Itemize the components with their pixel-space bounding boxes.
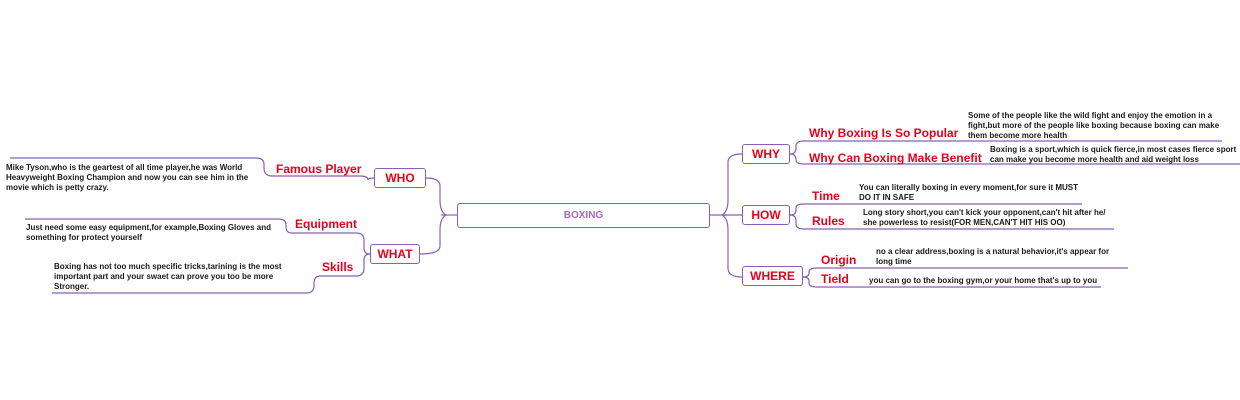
why-benefit-note: Boxing is a sport,which is quick fierce,… bbox=[990, 145, 1237, 164]
connector-what-skills bbox=[52, 253, 371, 294]
central-topic[interactable]: BOXING bbox=[457, 203, 710, 228]
equipment-note: Just need some easy equipment,for exampl… bbox=[26, 223, 271, 242]
how-node[interactable]: HOW bbox=[742, 205, 790, 225]
why-node[interactable]: WHY bbox=[742, 144, 790, 164]
where-tield-note: you can go to the boxing gym,or your hom… bbox=[869, 276, 1098, 285]
skills-label[interactable]: Skills bbox=[322, 260, 354, 274]
where-tield-label[interactable]: Tield bbox=[821, 272, 849, 286]
connector-where-origin bbox=[802, 267, 1128, 278]
where-origin-label[interactable]: Origin bbox=[821, 253, 857, 267]
famous-player-note: Mike Tyson,who is the geartest of all ti… bbox=[6, 163, 249, 192]
connector-why-benefit bbox=[789, 153, 1240, 165]
connector-where-tield bbox=[802, 276, 1101, 288]
connector-why bbox=[721, 153, 743, 216]
famous-player-label[interactable]: Famous Player bbox=[276, 162, 362, 176]
who-node[interactable]: WHO bbox=[374, 168, 426, 188]
connector-how-rules bbox=[789, 214, 1114, 230]
connector-why-popular bbox=[789, 140, 1222, 155]
connector-what bbox=[419, 214, 447, 255]
skills-note: Boxing has not too much specific tricks,… bbox=[54, 262, 282, 291]
equipment-label[interactable]: Equipment bbox=[295, 217, 357, 231]
why-benefit-label[interactable]: Why Can Boxing Make Benefit bbox=[809, 151, 982, 165]
how-rules-label[interactable]: Rules bbox=[812, 214, 845, 228]
connector-where bbox=[721, 214, 743, 278]
how-time-note: You can literally boxing in every moment… bbox=[859, 183, 1079, 202]
why-popular-label[interactable]: Why Boxing Is So Popular bbox=[809, 126, 959, 140]
connector-who bbox=[425, 177, 447, 216]
why-popular-note: Some of the people like the wild fight a… bbox=[968, 111, 1220, 140]
connector-who-famous bbox=[10, 157, 375, 181]
connector-what-equipment bbox=[25, 218, 371, 255]
where-node[interactable]: WHERE bbox=[742, 266, 803, 286]
how-time-label[interactable]: Time bbox=[812, 189, 840, 203]
where-origin-note: no a clear address,boxing is a natural b… bbox=[876, 247, 1110, 266]
connector-how-time bbox=[789, 203, 1082, 216]
what-node[interactable]: WHAT bbox=[370, 244, 420, 264]
how-rules-note: Long story short,you can't kick your opp… bbox=[863, 208, 1106, 227]
